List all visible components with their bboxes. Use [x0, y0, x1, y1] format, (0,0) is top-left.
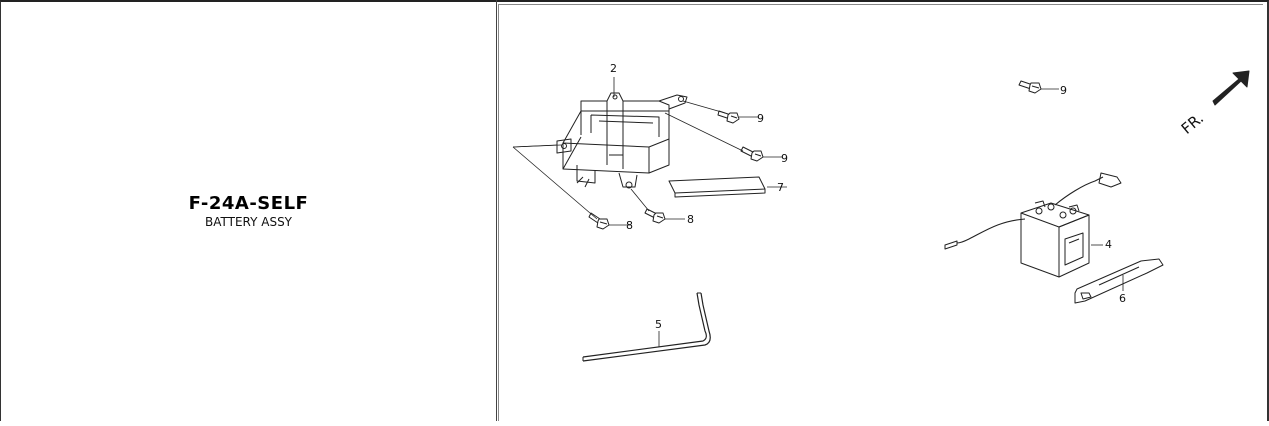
callout-bolt-upper-a: 9 — [757, 112, 764, 125]
bolt-lower-a — [588, 212, 610, 230]
front-direction-arrow — [1212, 70, 1250, 106]
bolt-top-right — [1018, 80, 1042, 94]
callout-strap: 6 — [1119, 292, 1126, 305]
bolt-lower-b — [644, 208, 666, 224]
bolt-upper-b — [740, 146, 764, 162]
diagram-panel: 2 9 9 7 8 8 5 9 4 6 FR. — [498, 4, 1263, 421]
direction-label: FR. — [1178, 109, 1207, 138]
title-panel: F-24A-SELF BATTERY ASSY — [0, 0, 497, 421]
callout-pad: 7 — [777, 181, 784, 194]
battery-strap — [1074, 258, 1164, 304]
bolt-upper-a — [717, 110, 740, 124]
callout-bracket: 2 — [610, 62, 617, 75]
exploded-diagram: 2 9 9 7 8 8 5 9 4 6 FR. — [512, 62, 1250, 362]
title-block: F-24A-SELF BATTERY ASSY — [0, 193, 497, 229]
callout-battery: 4 — [1105, 238, 1112, 251]
battery-pad — [668, 176, 766, 198]
callout-bolt-lower-a: 8 — [626, 219, 633, 232]
battery — [944, 172, 1122, 278]
section-name: BATTERY ASSY — [204, 215, 293, 229]
breather-tube — [582, 292, 711, 362]
callout-bolt-upper-b: 9 — [781, 152, 788, 165]
callout-bolt-top-right: 9 — [1060, 84, 1067, 97]
callout-bolt-lower-b: 8 — [687, 213, 694, 226]
callout-breather-tube: 5 — [655, 318, 662, 331]
section-code: F-24A-SELF — [188, 193, 309, 214]
battery-bracket — [556, 92, 688, 189]
